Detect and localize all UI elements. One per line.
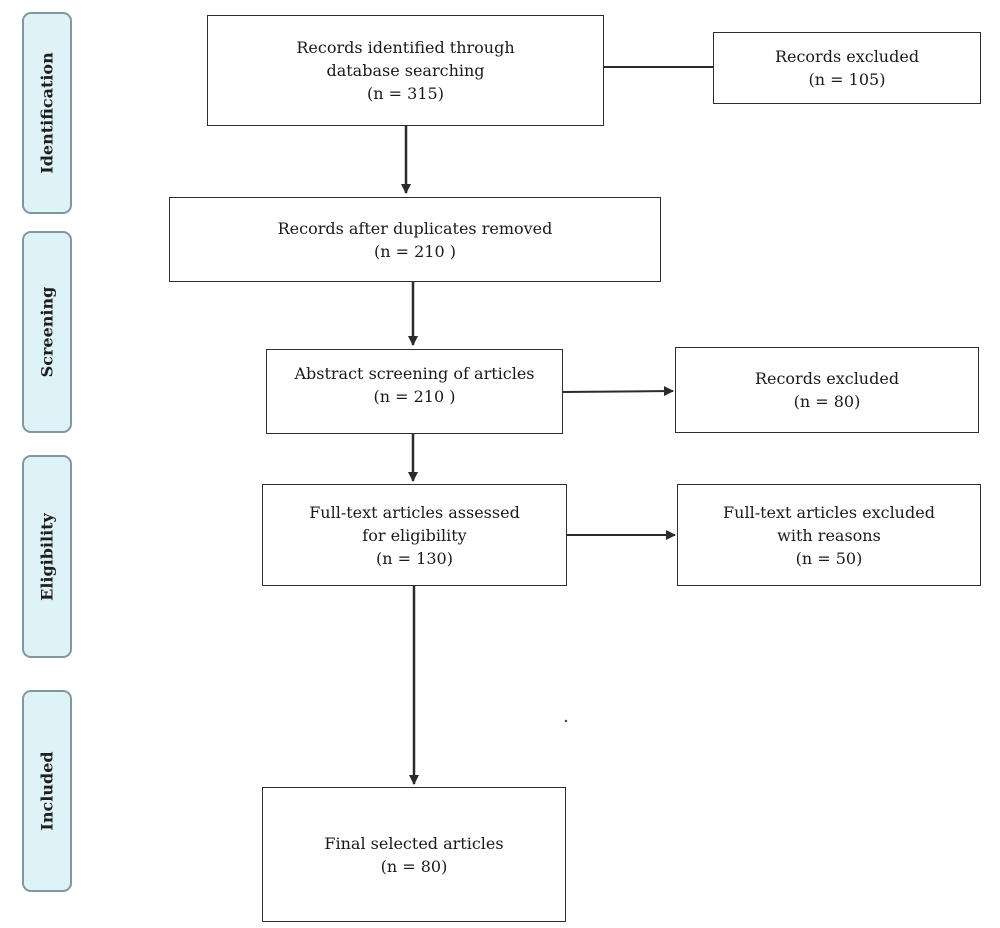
records-identified-line1: Records identified through [296, 38, 515, 57]
final-selected-count: (n = 80) [380, 856, 448, 876]
phase-identification: Identification [22, 12, 72, 214]
phase-screening: Screening [22, 231, 72, 433]
records-excluded-duplicates-count: (n = 105) [808, 70, 886, 89]
records-excluded-screening-count: (n = 80) [793, 392, 861, 411]
fulltext-assessed-line1: Full-text articles assessed [309, 502, 520, 522]
fulltext-excluded-count: (n = 50) [795, 548, 863, 568]
box-fulltext-excluded: Full-text articles excluded with reasons… [677, 484, 981, 586]
box-abstract-screening: Abstract screening of articles (n = 210 … [266, 349, 563, 434]
box-fulltext-assessed: Full-text articles assessed for eligibil… [262, 484, 567, 586]
abstract-screening-label: Abstract screening of articles [294, 364, 535, 383]
box-records-after-duplicates: Records after duplicates removed (n = 21… [169, 197, 661, 282]
phase-identification-label: Identification [37, 52, 57, 174]
fulltext-excluded-line2: with reasons [777, 525, 881, 545]
stray-dot [564, 719, 568, 723]
fulltext-assessed-line2: for eligibility [362, 525, 467, 545]
abstract-screening-count: (n = 210 ) [373, 387, 456, 406]
phase-eligibility-label: Eligibility [37, 512, 57, 601]
phase-included-label: Included [37, 751, 57, 831]
phase-eligibility: Eligibility [22, 455, 72, 658]
box-final-selected: Final selected articles (n = 80) [262, 787, 566, 922]
box-records-excluded-screening: Records excluded (n = 80) [675, 347, 979, 433]
records-identified-count: (n = 315) [367, 84, 444, 103]
records-after-duplicates-count: (n = 210 ) [374, 241, 456, 261]
fulltext-assessed-count: (n = 130) [376, 548, 453, 568]
box-records-excluded-duplicates: Records excluded (n = 105) [713, 32, 981, 104]
phase-screening-label: Screening [37, 286, 57, 378]
fulltext-excluded-line1: Full-text articles excluded [723, 502, 935, 522]
arrow-screening-to-excluded [561, 386, 674, 397]
final-selected-label: Final selected articles [324, 833, 504, 853]
records-identified-line2: database searching [326, 61, 485, 80]
records-excluded-screening-label: Records excluded [754, 369, 900, 388]
phase-included: Included [22, 690, 72, 892]
box-records-identified: Records identified through database sear… [207, 15, 604, 126]
records-after-duplicates-label: Records after duplicates removed [277, 218, 553, 238]
records-excluded-duplicates-label: Records excluded [774, 47, 920, 66]
